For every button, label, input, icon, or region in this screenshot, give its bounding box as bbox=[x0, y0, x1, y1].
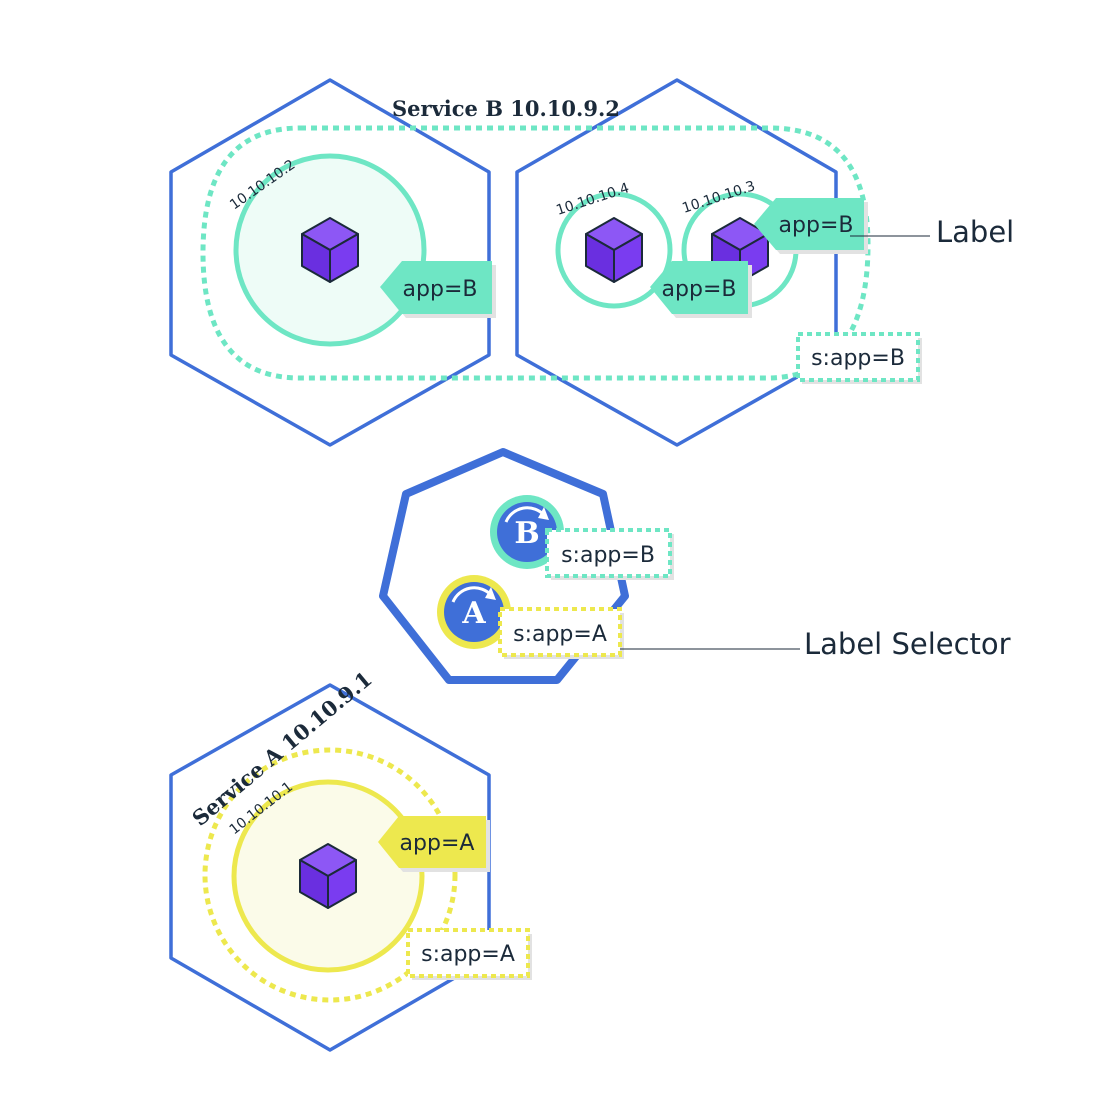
selector-tag: s:app=B bbox=[545, 528, 674, 580]
service-a-icon[interactable]: A bbox=[437, 575, 511, 649]
label-tag-text: app=B bbox=[662, 277, 737, 302]
selector-tag: s:app=A bbox=[498, 607, 624, 659]
service-a-boundary bbox=[202, 747, 458, 1003]
label-tag: app=A bbox=[378, 816, 490, 872]
label-tag-text: app=A bbox=[400, 831, 475, 856]
selector-tag-text: s:app=B bbox=[561, 543, 655, 568]
label-tag: app=B bbox=[650, 261, 752, 318]
label-tag-text: app=B bbox=[403, 277, 478, 302]
selector-tag-text: s:app=A bbox=[421, 942, 515, 967]
callout-label: Label bbox=[936, 215, 1014, 249]
label-tag: app=B bbox=[754, 198, 868, 254]
label-tag-text: app=B bbox=[779, 213, 854, 238]
service-b-icon-letter: B bbox=[514, 516, 539, 551]
selector-tag: s:app=A bbox=[406, 928, 532, 980]
label-tag: app=B bbox=[380, 261, 496, 318]
selector-tag-text: s:app=B bbox=[811, 346, 905, 371]
selector-tag: s:app=B bbox=[796, 332, 922, 384]
service-b-title: Service B 10.10.9.2 bbox=[392, 96, 620, 121]
selector-tag-text: s:app=A bbox=[513, 622, 607, 647]
callout-label-selector: Label Selector bbox=[804, 627, 1011, 661]
service-a-icon-letter: A bbox=[461, 596, 486, 631]
